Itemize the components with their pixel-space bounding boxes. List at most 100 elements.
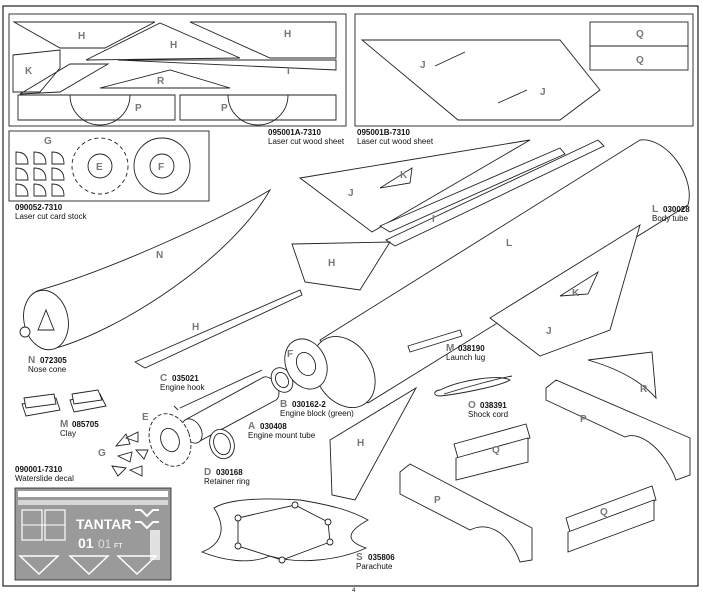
mount-code: 030408	[260, 422, 287, 431]
block-desc: Engine block (green)	[280, 409, 354, 418]
card-tab	[33, 183, 47, 197]
wood-sheet-a: H H H K I R P P	[8, 13, 347, 127]
sheet-a-desc: Laser cut wood sheet	[268, 137, 345, 146]
centering-ring-e: E	[142, 412, 192, 467]
card-code: 090052-7310	[15, 203, 63, 212]
decal-code: 090001-7310	[15, 465, 63, 474]
decal-ft: FT	[114, 543, 123, 550]
nose-cone: N	[19, 188, 272, 351]
fin-j-right: J K	[489, 224, 641, 357]
stand-p-left: P	[399, 463, 533, 563]
chute-code: 035806	[368, 553, 395, 562]
card-tab	[33, 151, 47, 165]
nose-desc: Nose cone	[28, 365, 67, 374]
letter-H: H	[357, 438, 364, 449]
body-tube-desc: Body tube	[652, 214, 689, 223]
fin-r: R	[587, 351, 657, 400]
letter-E: E	[142, 412, 149, 423]
mount-desc: Engine mount tube	[248, 431, 316, 440]
letter-J: J	[540, 87, 546, 98]
retainer-letter: D	[204, 467, 211, 478]
sheet-b-desc: Laser cut wood sheet	[357, 137, 434, 146]
wood-sheet-b: J J Q Q	[354, 13, 694, 127]
clay-pieces	[21, 389, 107, 417]
hook-letter: C	[160, 373, 167, 384]
sheet-b-code: 095001B-7310	[357, 128, 410, 137]
nose-letter: N	[28, 355, 35, 366]
letter-R: R	[157, 76, 165, 87]
card-tab	[15, 183, 29, 197]
letter-Q: Q	[492, 445, 500, 456]
engine-block	[270, 367, 294, 393]
stand-p-right: P	[545, 379, 691, 481]
letter-K: K	[572, 288, 580, 299]
clay-letter: M	[60, 419, 68, 430]
centering-ring-f: F	[284, 338, 328, 390]
chute-letter: S	[356, 552, 363, 563]
letter-G: G	[98, 448, 106, 459]
stand-q-right: Q	[565, 485, 657, 553]
letter-H: H	[192, 322, 199, 333]
stand-q-left: Q	[453, 423, 531, 481]
retainer-desc: Retainer ring	[204, 477, 250, 486]
engine-hook	[173, 369, 263, 411]
decal-number-2: 01	[98, 537, 112, 551]
fin-j-top: J K	[298, 139, 531, 233]
block-letter: B	[280, 399, 287, 410]
letter-K: K	[400, 170, 408, 181]
letter-H: H	[284, 29, 291, 40]
card-tab	[51, 167, 65, 181]
letter-G: G	[44, 136, 52, 147]
hook-desc: Engine hook	[160, 383, 205, 392]
parachute	[200, 498, 369, 564]
card-stock-sheet: G E F	[8, 130, 210, 202]
card-desc: Laser cut card stock	[15, 212, 88, 221]
letter-R: R	[640, 384, 648, 395]
card-tab	[51, 151, 65, 165]
cord-letter: O	[468, 400, 476, 411]
centering-ring-tabs	[15, 151, 65, 197]
card-tab	[33, 167, 47, 181]
body-tube-code: 030028	[663, 205, 690, 214]
card-tab	[15, 151, 29, 165]
letter-E: E	[96, 162, 103, 173]
shock-cord	[434, 375, 513, 397]
card-tab	[15, 167, 29, 181]
sheet-a-code: 095001A-7310	[268, 128, 321, 137]
decal-brand: TANTAR	[76, 516, 131, 532]
letter-P: P	[434, 495, 441, 506]
letter-F: F	[158, 162, 164, 173]
letter-F: F	[287, 349, 293, 360]
fin-h-lower: H	[329, 386, 418, 501]
letter-L: L	[506, 238, 512, 249]
letter-J: J	[546, 326, 552, 337]
lug-desc: Launch lug	[446, 353, 485, 362]
fin-h-middle: H	[134, 289, 303, 369]
waterslide-decal: TANTAR 01 01 FT	[14, 487, 172, 581]
fin-i: I	[379, 139, 605, 247]
clay-code: 085705	[72, 420, 99, 429]
letter-P: P	[221, 103, 228, 114]
nose-code: 072305	[40, 356, 67, 365]
lug-code: 038190	[458, 344, 485, 353]
body-tube-letter: L	[652, 204, 658, 215]
body-tube: L	[312, 139, 690, 408]
mount-letter: A	[248, 421, 255, 432]
decal-number: 01	[78, 535, 94, 551]
card-tabs-loose: G	[98, 431, 149, 477]
clay-desc: Clay	[60, 429, 76, 438]
letter-J: J	[348, 188, 354, 199]
lug-letter: M	[446, 343, 454, 354]
card-tab	[51, 183, 65, 197]
letter-K: K	[25, 66, 33, 77]
cord-desc: Shock cord	[468, 410, 508, 419]
cord-code: 038391	[480, 401, 507, 410]
letter-N: N	[156, 250, 163, 261]
letter-H: H	[328, 258, 335, 269]
page-number: 4	[352, 588, 356, 593]
letter-J: J	[420, 60, 426, 71]
retainer-code: 030168	[216, 468, 243, 477]
letter-Q: Q	[636, 29, 644, 40]
chute-desc: Parachute	[356, 562, 393, 571]
